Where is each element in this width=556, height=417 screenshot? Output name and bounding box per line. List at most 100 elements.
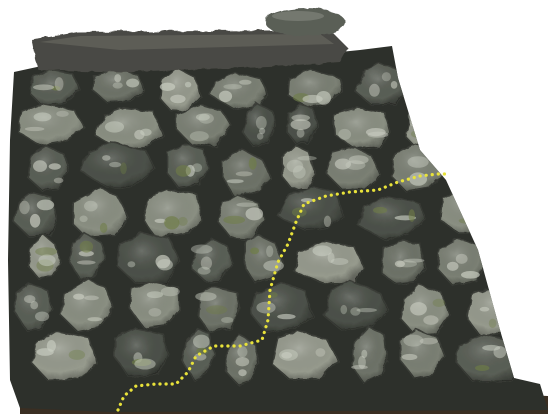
lichen-patch: [315, 348, 326, 357]
lichen-patch: [35, 247, 57, 256]
lichen-patch: [423, 315, 439, 325]
lichen-patch: [223, 84, 242, 90]
lichen-patch: [475, 365, 490, 371]
lichen-patch: [419, 337, 438, 345]
lichen-patch: [33, 160, 47, 172]
lichen-patch: [235, 171, 253, 177]
lichen-patch: [159, 82, 176, 92]
lichen-patch: [277, 313, 296, 320]
lichen-patch: [361, 349, 368, 359]
lichen-patch: [458, 218, 473, 224]
wall-stone-shading: [355, 62, 408, 105]
lichen-patch: [160, 286, 180, 297]
wall-stone-shading: [242, 102, 276, 148]
lichen-patch: [482, 344, 501, 351]
lichen-patch: [327, 252, 335, 263]
wall-stone-shading: [467, 285, 532, 336]
lichen-patch: [429, 156, 438, 162]
lichen-patch: [38, 254, 56, 267]
lichen-patch: [33, 84, 55, 91]
lichen-patch: [146, 291, 163, 299]
lichen-patch: [403, 258, 425, 263]
lichen-patches: [19, 72, 523, 377]
lichen-patch: [102, 155, 111, 161]
lichen-patch: [24, 295, 36, 304]
lichen-patch: [467, 197, 478, 204]
lichen-patch: [394, 260, 405, 268]
lichen-patch: [77, 260, 96, 265]
lichen-patch: [154, 218, 167, 223]
wall-stone-shading: [72, 187, 129, 237]
lichen-patch: [79, 240, 94, 253]
lichen-patch: [401, 353, 418, 361]
lichen-patch: [257, 132, 264, 140]
wall-stone-shading: [69, 232, 106, 281]
lichen-patch: [312, 245, 332, 257]
lichen-patch: [33, 112, 52, 122]
lichen-patch: [250, 247, 260, 255]
lichen-patch: [112, 82, 123, 89]
lichen-patch: [409, 113, 420, 128]
wall-stone-shading: [94, 108, 164, 150]
lichen-patch: [206, 305, 228, 315]
lichen-patch: [197, 266, 211, 275]
lichen-patch: [291, 114, 311, 122]
wall-stone-shading: [222, 148, 271, 198]
wall-stone-shading: [176, 104, 232, 146]
lichen-patch: [68, 349, 86, 360]
lichen-patch: [356, 308, 378, 313]
lichen-patch: [351, 365, 368, 370]
wall-stone-shading: [282, 145, 316, 190]
lichen-patch: [461, 271, 480, 279]
lichen-patch: [79, 215, 88, 223]
lichen-patch: [126, 78, 140, 88]
lichen-patch: [410, 130, 428, 138]
lichen-patch: [127, 261, 136, 268]
lichen-patch: [297, 155, 317, 161]
lichen-patch: [300, 198, 314, 203]
lichen-patch: [134, 358, 156, 370]
lichen-patch: [263, 260, 284, 272]
wall-stone-shading: [117, 233, 180, 285]
lichen-patch: [256, 301, 276, 314]
dotted-trace-line: [116, 172, 452, 412]
lichen-patch: [238, 369, 247, 377]
lichen-patch: [109, 161, 122, 168]
lichen-patch: [373, 206, 388, 214]
lichen-patch: [348, 155, 369, 165]
lichen-patch: [259, 127, 266, 135]
lichen-patch: [84, 295, 99, 301]
lichen-patch: [29, 213, 41, 228]
lichen-patch: [237, 346, 248, 358]
lichen-patch: [195, 292, 217, 301]
lichen-patch: [403, 334, 424, 347]
lichen-patch: [266, 245, 274, 258]
lichen-patch: [190, 244, 213, 254]
lichen-patch: [269, 292, 278, 298]
wall-stone-shading: [539, 333, 548, 382]
lichen-patch: [104, 121, 125, 133]
lichen-patch: [48, 163, 61, 170]
wall-stone-shading: [358, 196, 426, 240]
lichen-patch: [84, 200, 98, 212]
wall-stone-shading: [14, 283, 53, 331]
lichen-patch: [114, 74, 122, 83]
lichen-patch: [340, 304, 348, 315]
lichen-patch: [221, 317, 234, 323]
lichen-patch: [30, 301, 39, 310]
lichen-patch: [358, 355, 366, 369]
lichen-patch: [286, 159, 304, 173]
lichen-patch: [200, 256, 212, 270]
lichen-patch: [19, 200, 30, 215]
lichen-patch: [189, 131, 209, 142]
wall-stone-shading: [457, 334, 528, 382]
lichen-patch: [226, 179, 244, 184]
lichen-patch: [464, 192, 474, 205]
wall-stone: [538, 333, 548, 383]
lichen-patch: [381, 72, 391, 82]
lichen-patch: [148, 308, 162, 317]
wall-stone-shading: [27, 145, 68, 191]
lichen-patch: [338, 128, 352, 140]
lichen-patch: [184, 81, 192, 88]
